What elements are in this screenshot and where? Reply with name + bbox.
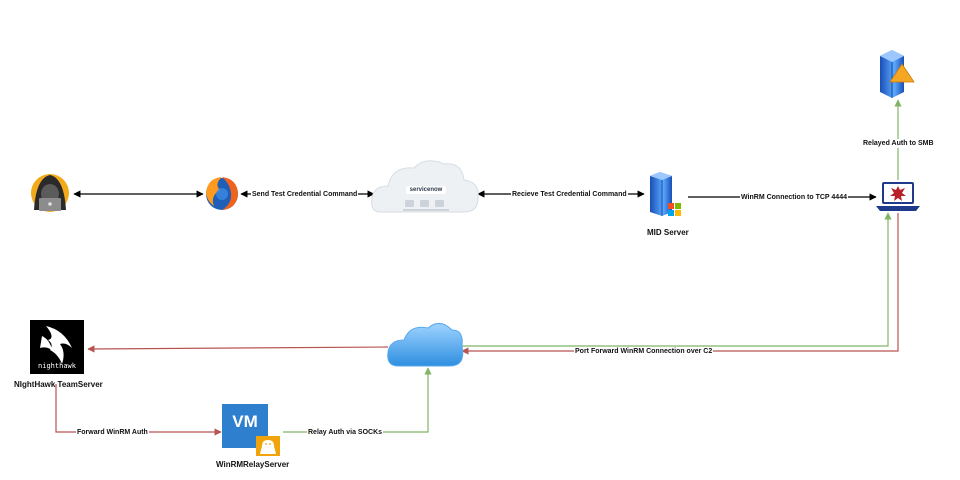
edge-label-port-forward: Port Forward WinRM Connection over C2 [574, 347, 714, 356]
nighthawk-label: NIghtHawk TeamServer [14, 380, 103, 389]
windows-server-icon [650, 172, 681, 216]
hacker-icon [31, 174, 69, 212]
edge-label-receive-test: Recieve Test Credential Command [511, 190, 628, 199]
nighthawk-logo [30, 320, 84, 374]
mid-server-label: MID Server [647, 228, 689, 237]
servicenow-logo: servicenow [409, 187, 443, 193]
edge-label-forward-winrm: Forward WinRM Auth [76, 428, 149, 437]
edge-label-relayed-smb: Relayed Auth to SMB [862, 139, 935, 148]
edge-forward-winrm [55, 384, 222, 436]
compromised-laptop-icon [876, 182, 920, 211]
relay-server-label: WinRMRelayServer [216, 460, 290, 469]
linux-badge-icon [256, 436, 280, 456]
edge-label-winrm-conn: WinRM Connection to TCP 4444 [740, 193, 848, 202]
servicenow-cloud [371, 160, 479, 213]
nighthawk-logo-text: nighthawk [38, 362, 76, 370]
edge-label-send-test: Send Test Credential Command [251, 190, 359, 199]
edge-port-forward-green [462, 212, 892, 347]
edge-relay-socks [283, 367, 432, 433]
edge-cloud-nighthawk [87, 345, 389, 353]
browser-icon [206, 177, 238, 210]
vm-text: VM [232, 412, 258, 431]
smb-server-icon [880, 50, 915, 98]
c2-cloud-icon [387, 323, 464, 367]
edge-label-relay-socks: Relay Auth via SOCKs [307, 428, 384, 437]
